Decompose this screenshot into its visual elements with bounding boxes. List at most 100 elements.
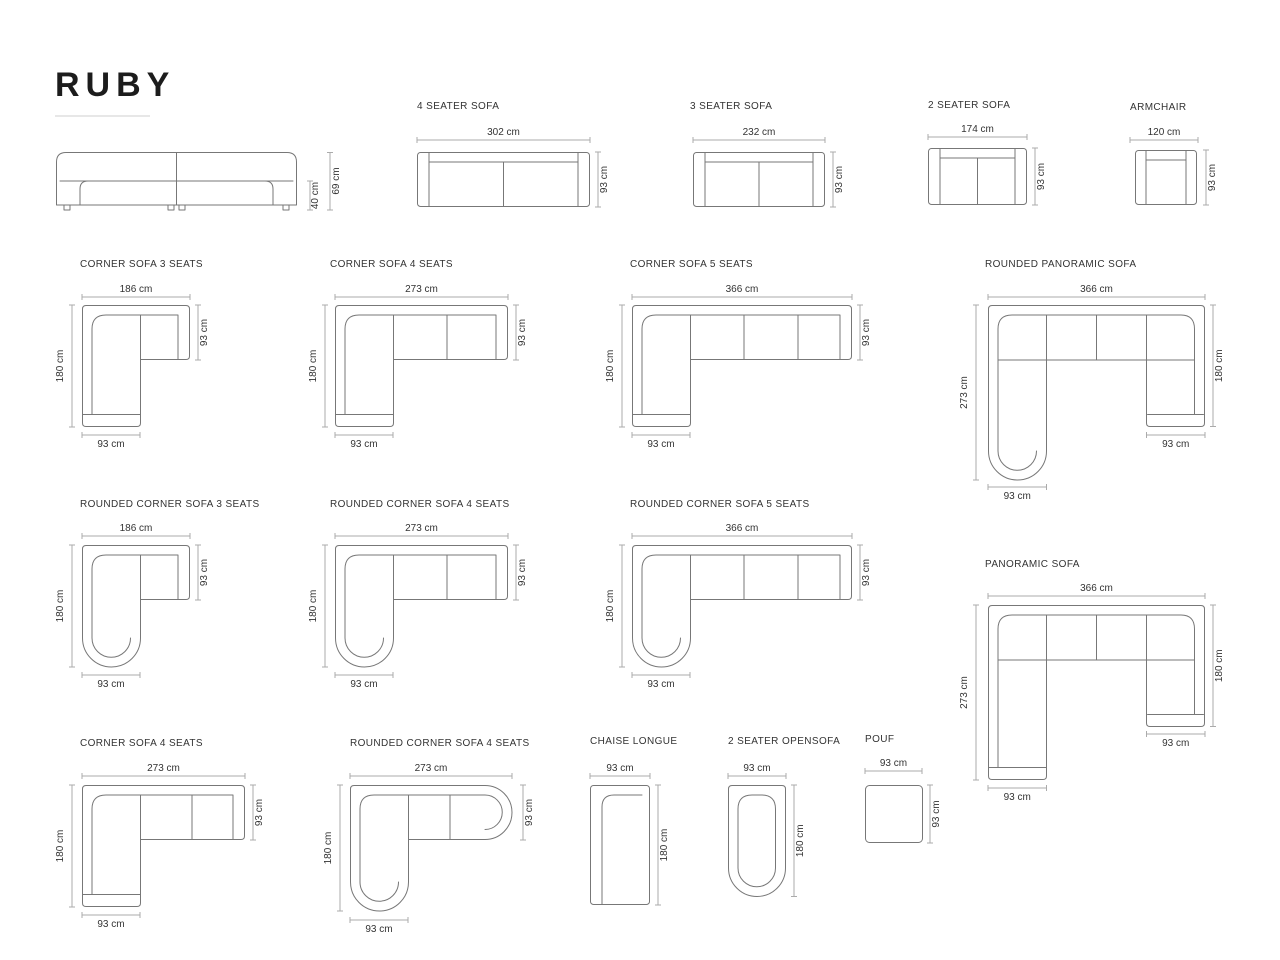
dim-height: 180 cm xyxy=(55,830,66,863)
dim-line-height xyxy=(655,784,661,906)
detail-lines xyxy=(335,314,497,415)
dim-height: 180 cm xyxy=(55,350,66,383)
dim-line-leg-width xyxy=(334,432,394,438)
dim-width: 366 cm xyxy=(1080,284,1113,295)
outline xyxy=(590,785,650,905)
dim-width: 93 cm xyxy=(880,758,907,769)
dim-line-leg-width xyxy=(631,432,691,438)
dim-line-leg-width xyxy=(631,672,691,678)
dim-leg-width: 93 cm xyxy=(97,439,124,450)
dim-leg-width: 93 cm xyxy=(350,679,377,690)
dim-height: 93 cm xyxy=(931,800,942,827)
diagram-title: 2 SEATER SOFA xyxy=(928,100,1010,111)
dim-line-height xyxy=(69,544,75,668)
dim-line-width xyxy=(81,294,191,300)
detail-lines xyxy=(1145,150,1187,205)
dim-line-width xyxy=(1129,137,1199,143)
diagram-title: ROUNDED CORNER SOFA 4 SEATS xyxy=(330,499,510,510)
dim-line-seat-height xyxy=(307,180,313,211)
detail-lines xyxy=(632,314,841,415)
outline xyxy=(335,545,508,668)
outline xyxy=(865,785,923,843)
dim-seat-height: 40 cm xyxy=(310,182,321,209)
dim-left-leg-width: 93 cm xyxy=(1004,792,1031,803)
diagram-title: 3 SEATER SOFA xyxy=(690,101,772,112)
dim-depth: 93 cm xyxy=(524,799,535,826)
dim-leg-width: 93 cm xyxy=(350,439,377,450)
dim-line-left-leg-width xyxy=(987,785,1047,791)
dim-left-leg-width: 93 cm xyxy=(1004,491,1031,502)
dim-depth: 93 cm xyxy=(1207,164,1218,191)
dim-depth: 93 cm xyxy=(199,559,210,586)
dim-leg-width: 93 cm xyxy=(97,919,124,930)
dim-depth: 93 cm xyxy=(599,166,610,193)
dim-depth: 93 cm xyxy=(1036,163,1047,190)
dim-total-height: 69 cm xyxy=(331,167,342,194)
dim-line-depth xyxy=(513,544,519,601)
outline xyxy=(1135,150,1197,205)
dim-line-width xyxy=(631,294,853,300)
dim-height: 180 cm xyxy=(659,829,670,862)
dim-line-right-leg-width xyxy=(1146,731,1206,737)
dim-width: 120 cm xyxy=(1148,127,1181,138)
detail-lines xyxy=(82,314,179,415)
dim-width: 232 cm xyxy=(743,127,776,138)
diagram-armchair: ARMCHAIR 120 cm 93 cm xyxy=(1129,102,1218,206)
dim-width: 93 cm xyxy=(743,763,770,774)
dim-width: 273 cm xyxy=(405,523,438,534)
diagram-title: ARMCHAIR xyxy=(1130,102,1187,113)
dim-height: 180 cm xyxy=(605,590,616,623)
detail-lines xyxy=(82,794,234,895)
dim-line-width xyxy=(927,134,1028,140)
dim-depth: 93 cm xyxy=(517,559,528,586)
outline xyxy=(632,305,852,427)
dim-line-width xyxy=(727,773,787,779)
dim-line-width xyxy=(349,773,513,779)
dim-leg-width: 93 cm xyxy=(97,679,124,690)
dim-width: 302 cm xyxy=(487,127,520,138)
outline xyxy=(82,305,190,427)
dim-line-height xyxy=(322,544,328,668)
dim-right-height: 180 cm xyxy=(1214,349,1225,382)
dim-line-depth xyxy=(595,151,601,208)
diagram-3-seater-sofa: 3 SEATER SOFA 232 cm 93 cm xyxy=(690,101,845,208)
dim-line-width xyxy=(864,768,923,774)
diagram-corner-sofa-4-seats-left: CORNER SOFA 4 SEATS 273 cm 180 cm 93 cm … xyxy=(55,738,265,930)
dim-leg-width: 93 cm xyxy=(647,679,674,690)
dim-depth: 93 cm xyxy=(834,166,845,193)
dim-depth: 93 cm xyxy=(861,559,872,586)
dim-line-width xyxy=(81,533,191,539)
detail-lines xyxy=(641,554,841,658)
dim-width: 93 cm xyxy=(606,763,633,774)
dim-line-width xyxy=(692,137,826,143)
dim-line-height xyxy=(69,784,75,908)
dim-line-depth xyxy=(1032,147,1038,206)
page-title: RUBY xyxy=(55,66,175,104)
dim-line-height xyxy=(337,784,343,912)
dim-line-depth xyxy=(830,151,836,208)
detail-lines xyxy=(601,794,643,905)
dim-height: 180 cm xyxy=(55,590,66,623)
dim-right-leg-width: 93 cm xyxy=(1162,738,1189,749)
diagram-title: CORNER SOFA 3 SEATS xyxy=(80,259,203,270)
detail-lines xyxy=(737,794,776,888)
dim-depth: 93 cm xyxy=(517,319,528,346)
dim-height: 180 cm xyxy=(323,832,334,865)
dim-line-leg-width xyxy=(81,432,141,438)
diagram-rounded-corner-sofa-4-seats-open: ROUNDED CORNER SOFA 4 SEATS 273 cm 180 c… xyxy=(323,738,535,935)
diagram-title: CORNER SOFA 4 SEATS xyxy=(80,738,203,749)
dim-line-depth xyxy=(250,784,256,841)
dim-line-height xyxy=(619,544,625,668)
detail-lines xyxy=(59,152,294,211)
dim-left-height: 273 cm xyxy=(959,376,970,409)
dim-line-depth xyxy=(520,784,526,841)
dim-line-depth xyxy=(1203,149,1209,206)
dim-line-right-height xyxy=(1210,304,1216,427)
dim-height: 180 cm xyxy=(795,824,806,857)
detail-lines xyxy=(988,614,1204,768)
dim-line-left-leg-width xyxy=(987,484,1047,490)
dim-width: 186 cm xyxy=(120,523,153,534)
dim-line-depth xyxy=(195,304,201,361)
diagram-title: ROUNDED CORNER SOFA 5 SEATS xyxy=(630,499,810,510)
dim-line-leg-width xyxy=(349,917,409,923)
